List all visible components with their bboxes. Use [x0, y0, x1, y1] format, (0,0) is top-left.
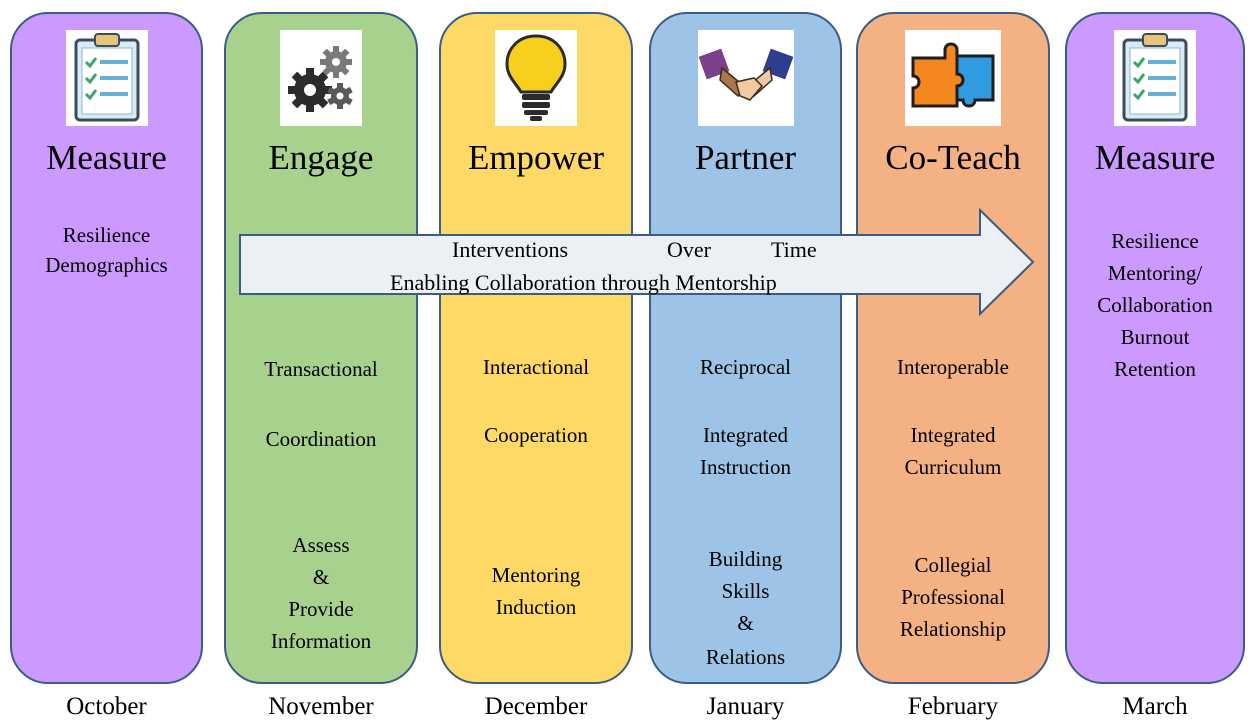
month-label: February	[907, 693, 999, 720]
stage-column-engage: Engage Transactional Coordination Assess…	[224, 12, 418, 684]
collaboration-level: Reciprocal	[700, 355, 791, 379]
activity-line: Relations	[705, 645, 786, 669]
puzzle-pieces-icon	[905, 30, 1001, 126]
month-label: November	[268, 693, 374, 720]
metric-label: Demographics	[45, 253, 168, 277]
arrow-subtitle: Enabling Collaboration through Mentorshi…	[390, 270, 777, 295]
activity-line: Assess	[292, 533, 350, 557]
arrow-label-time: Time	[771, 237, 817, 262]
activity-line: Relationship	[899, 617, 1007, 641]
metric-label: Resilience	[62, 223, 151, 247]
activity-line: Building	[708, 547, 783, 571]
stage-title: Measure	[46, 138, 167, 177]
metric-label: Retention	[1114, 357, 1196, 381]
stage-column-measure-start: Measure Resilience Demographics	[10, 12, 203, 684]
collaboration-type: Curriculum	[904, 455, 1002, 479]
stage-title: Empower	[467, 138, 605, 177]
handshake-icon	[697, 30, 794, 126]
clipboard-checklist-icon	[65, 30, 148, 126]
stage-title: Co-Teach	[885, 138, 1021, 177]
metric-label: Collaboration	[1097, 293, 1213, 317]
month-label: March	[1122, 693, 1188, 720]
collaboration-level: Interoperable	[897, 355, 1009, 379]
activity-line: Induction	[495, 595, 577, 619]
gears-icon	[280, 30, 362, 126]
collaboration-level: Transactional	[264, 357, 378, 381]
stage-column-co-teach: Co-Teach Interoperable Integrated Curric…	[856, 12, 1050, 684]
activity-line: &	[737, 611, 754, 635]
metric-label: Resilience	[1111, 229, 1199, 253]
metric-label: Mentoring/	[1107, 261, 1203, 285]
collaboration-type: Cooperation	[484, 423, 588, 447]
activity-line: Provide	[288, 597, 354, 621]
activity-line: Collegial	[914, 553, 992, 577]
arrow-label-interventions: Interventions	[452, 237, 569, 262]
lightbulb-icon	[495, 30, 577, 126]
activity-line: Information	[270, 629, 372, 653]
stage-title: Engage	[268, 138, 374, 177]
collaboration-type: Integrated	[702, 423, 789, 447]
collaboration-level: Interactional	[482, 355, 590, 379]
activity-line: &	[312, 565, 330, 589]
activity-line: Professional	[901, 585, 1005, 609]
collaboration-type: Instruction	[700, 455, 791, 479]
clipboard-checklist-icon	[1114, 30, 1196, 126]
month-label: October	[66, 693, 147, 720]
stage-column-measure-end: Measure Resilience Mentoring/ Collaborat…	[1065, 12, 1245, 684]
arrow-label-over: Over	[667, 237, 711, 262]
stage-title: Measure	[1094, 138, 1216, 177]
stage-column-empower: Empower Interactional Cooperation Mentor…	[439, 12, 633, 684]
metric-label: Burnout	[1120, 325, 1190, 349]
stage-column-partner: Partner Reciprocal Integrated Instructio…	[649, 12, 842, 684]
collaboration-type: Coordination	[265, 427, 377, 451]
month-label: January	[706, 693, 785, 720]
stage-title: Partner	[694, 138, 797, 177]
activity-line: Skills	[721, 579, 770, 603]
month-label: December	[484, 693, 588, 720]
collaboration-type: Integrated	[910, 423, 996, 447]
activity-line: Mentoring	[491, 563, 581, 587]
